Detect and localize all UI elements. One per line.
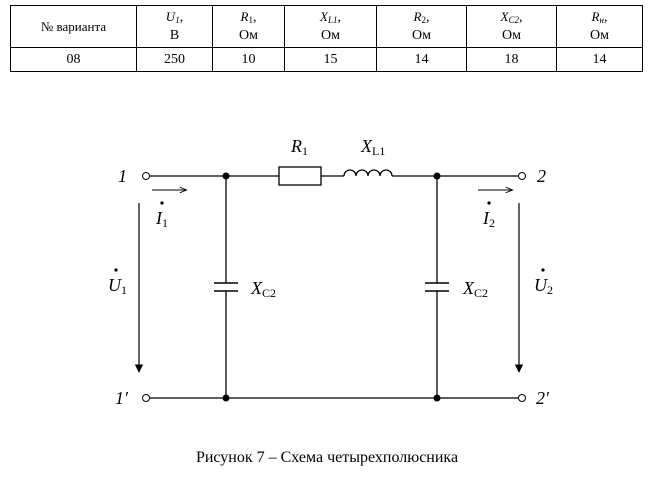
wires	[150, 175, 518, 399]
cell-u1: 250	[136, 47, 213, 72]
table-row: 08 250 10 15 14 18 14	[10, 47, 643, 72]
cell-r2: 14	[376, 47, 467, 72]
figure-caption: Рисунок 7 – Схема четырехполюсника	[195, 449, 459, 466]
header-u1-symbol: U	[165, 9, 176, 24]
i1-label: I1	[155, 208, 168, 230]
header-variant: № варианта	[10, 5, 137, 48]
u1-label: U1	[108, 275, 127, 297]
terminal-circles	[142, 172, 526, 402]
cell-rn: 14	[556, 47, 643, 72]
u2-subscript: 2	[547, 283, 553, 297]
header-r1-unit: Ом	[239, 28, 258, 43]
terminal-2prime-label: 2′	[536, 388, 550, 408]
terminal-2-label: 2	[537, 166, 546, 186]
i2-symbol: I	[482, 208, 490, 228]
i2-subscript: 2	[489, 216, 495, 230]
xl1-label: XL1	[360, 136, 385, 158]
header-xc2-symbol: X	[500, 9, 509, 24]
header-r2-symbol: R	[413, 9, 422, 24]
header-rn-subscript: н	[599, 15, 604, 25]
u1-subscript: 1	[121, 283, 127, 297]
header-variant-label: № варианта	[40, 18, 107, 34]
header-u1-unit: В	[169, 28, 180, 43]
i1-symbol: I	[155, 208, 163, 228]
i2-label: I2	[482, 208, 495, 230]
cell-variant: 08	[10, 47, 137, 72]
inductor-xl1	[343, 169, 393, 177]
terminal-1prime-label: 1′	[115, 388, 129, 408]
xc2-left-label: XC2	[250, 278, 276, 300]
xc2-left-symbol: X	[250, 278, 263, 298]
xc2-left-subscript: C2	[262, 286, 276, 300]
u2-label: U2	[534, 275, 553, 297]
header-xc2-unit: Ом	[502, 28, 521, 43]
u1-symbol: U	[108, 275, 122, 295]
header-xl1-symbol: X	[320, 9, 328, 24]
capacitor-left	[214, 282, 238, 292]
header-u1: U1, В	[136, 5, 213, 48]
cell-xl1: 15	[284, 47, 377, 72]
header-rn: Rн, Ом	[556, 5, 643, 48]
r1-label: R1	[290, 136, 308, 158]
header-xc2-subscript: C2	[508, 15, 519, 25]
header-r2-unit: Ом	[412, 28, 431, 43]
header-xl1: XL1, Ом	[284, 5, 377, 48]
cell-xc2: 18	[466, 47, 557, 72]
header-xl1-subscript: L1	[327, 15, 338, 25]
r1-subscript: 1	[302, 144, 308, 158]
xc2-right-symbol: X	[462, 278, 475, 298]
resistor-r1	[278, 166, 322, 186]
circuit-diagram: 1 2 1′ 2′ R1 XL1 XC2 XC2 I1 I2 U1 U2	[108, 136, 553, 408]
r1-symbol: R	[290, 136, 302, 156]
phasor-dots	[114, 201, 545, 272]
terminal-1-label: 1	[118, 166, 127, 186]
header-rn-unit: Ом	[590, 28, 609, 43]
xl1-symbol: X	[360, 136, 373, 156]
u2-symbol: U	[534, 275, 548, 295]
xc2-right-label: XC2	[462, 278, 488, 300]
capacitor-right	[425, 282, 449, 292]
header-xl1-unit: Ом	[321, 28, 340, 43]
cell-r1: 10	[212, 47, 285, 72]
header-rn-symbol: R	[591, 9, 600, 24]
parameters-table: № варианта U1, В R1, Ом XL1, Ом R2, Ом X…	[10, 5, 643, 72]
i1-subscript: 1	[162, 216, 168, 230]
header-r1-symbol: R	[240, 9, 249, 24]
header-r2-subscript: 2	[421, 15, 426, 25]
xc2-right-subscript: C2	[474, 286, 488, 300]
header-r1-subscript: 1	[248, 15, 253, 25]
junction-dots	[222, 172, 441, 402]
xl1-subscript: L1	[372, 144, 385, 158]
header-u1-subscript: 1	[175, 15, 180, 25]
